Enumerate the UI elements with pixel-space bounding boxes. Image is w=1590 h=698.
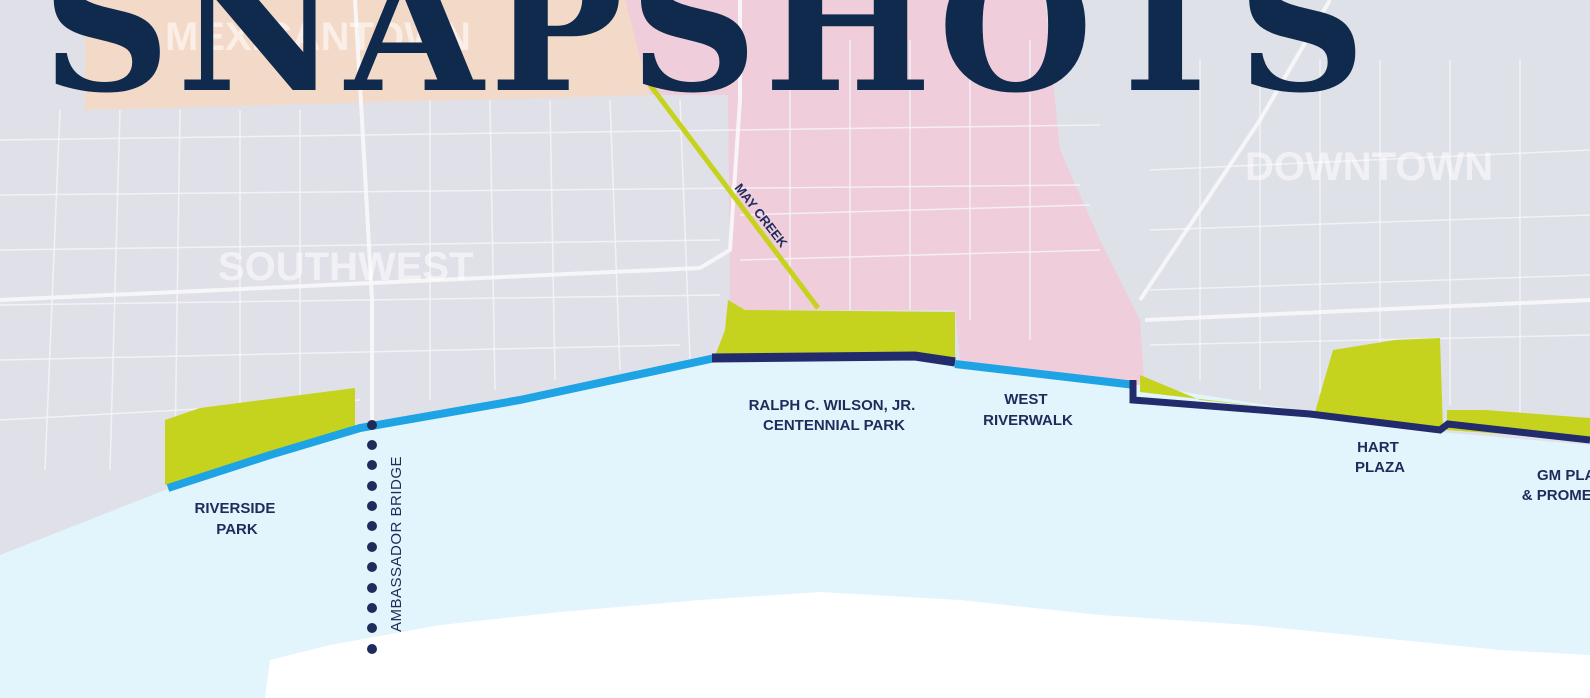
west-riverwalk-label: WEST RIVERWALK (983, 391, 1073, 429)
mexicantown-area (85, 0, 660, 110)
riverside-park-area (165, 388, 355, 485)
detroit-river (0, 358, 1590, 698)
page-title: SNAPSHOTS (42, 0, 1372, 132)
east-riverwalk-line (1129, 380, 1590, 444)
district-label-mexicantown: MEXICANTOWN (165, 15, 471, 59)
ambassador-bridge-label: AMBASSADOR BRIDGE (388, 456, 405, 632)
hart-plaza-label: HART PLAZA (1355, 439, 1405, 476)
downtown-area (1045, 0, 1590, 440)
gm-promenade-label: GM PLAZA & PROMENADE (1522, 467, 1590, 504)
riverwalk-centennial (711, 351, 956, 367)
ambassador-bridge-dots (367, 420, 377, 654)
centennial-park-label: RALPH C. WILSON, JR. CENTENNIAL PARK (749, 397, 920, 434)
may-creek-line (648, 83, 820, 310)
riverside-park-label: RIVERSIDE PARK (194, 500, 279, 538)
opposite-shore (265, 592, 1590, 698)
district-label-downtown: DOWNTOWN (1245, 145, 1493, 189)
riverwalk-southwest (166, 354, 716, 492)
corktown-area (625, 0, 1145, 395)
district-label-southwest: SOUTHWEST (218, 245, 474, 289)
west-riverwalk-line (954, 360, 1136, 389)
centennial-park-area (715, 300, 955, 365)
hart-plaza-area (1140, 338, 1443, 430)
